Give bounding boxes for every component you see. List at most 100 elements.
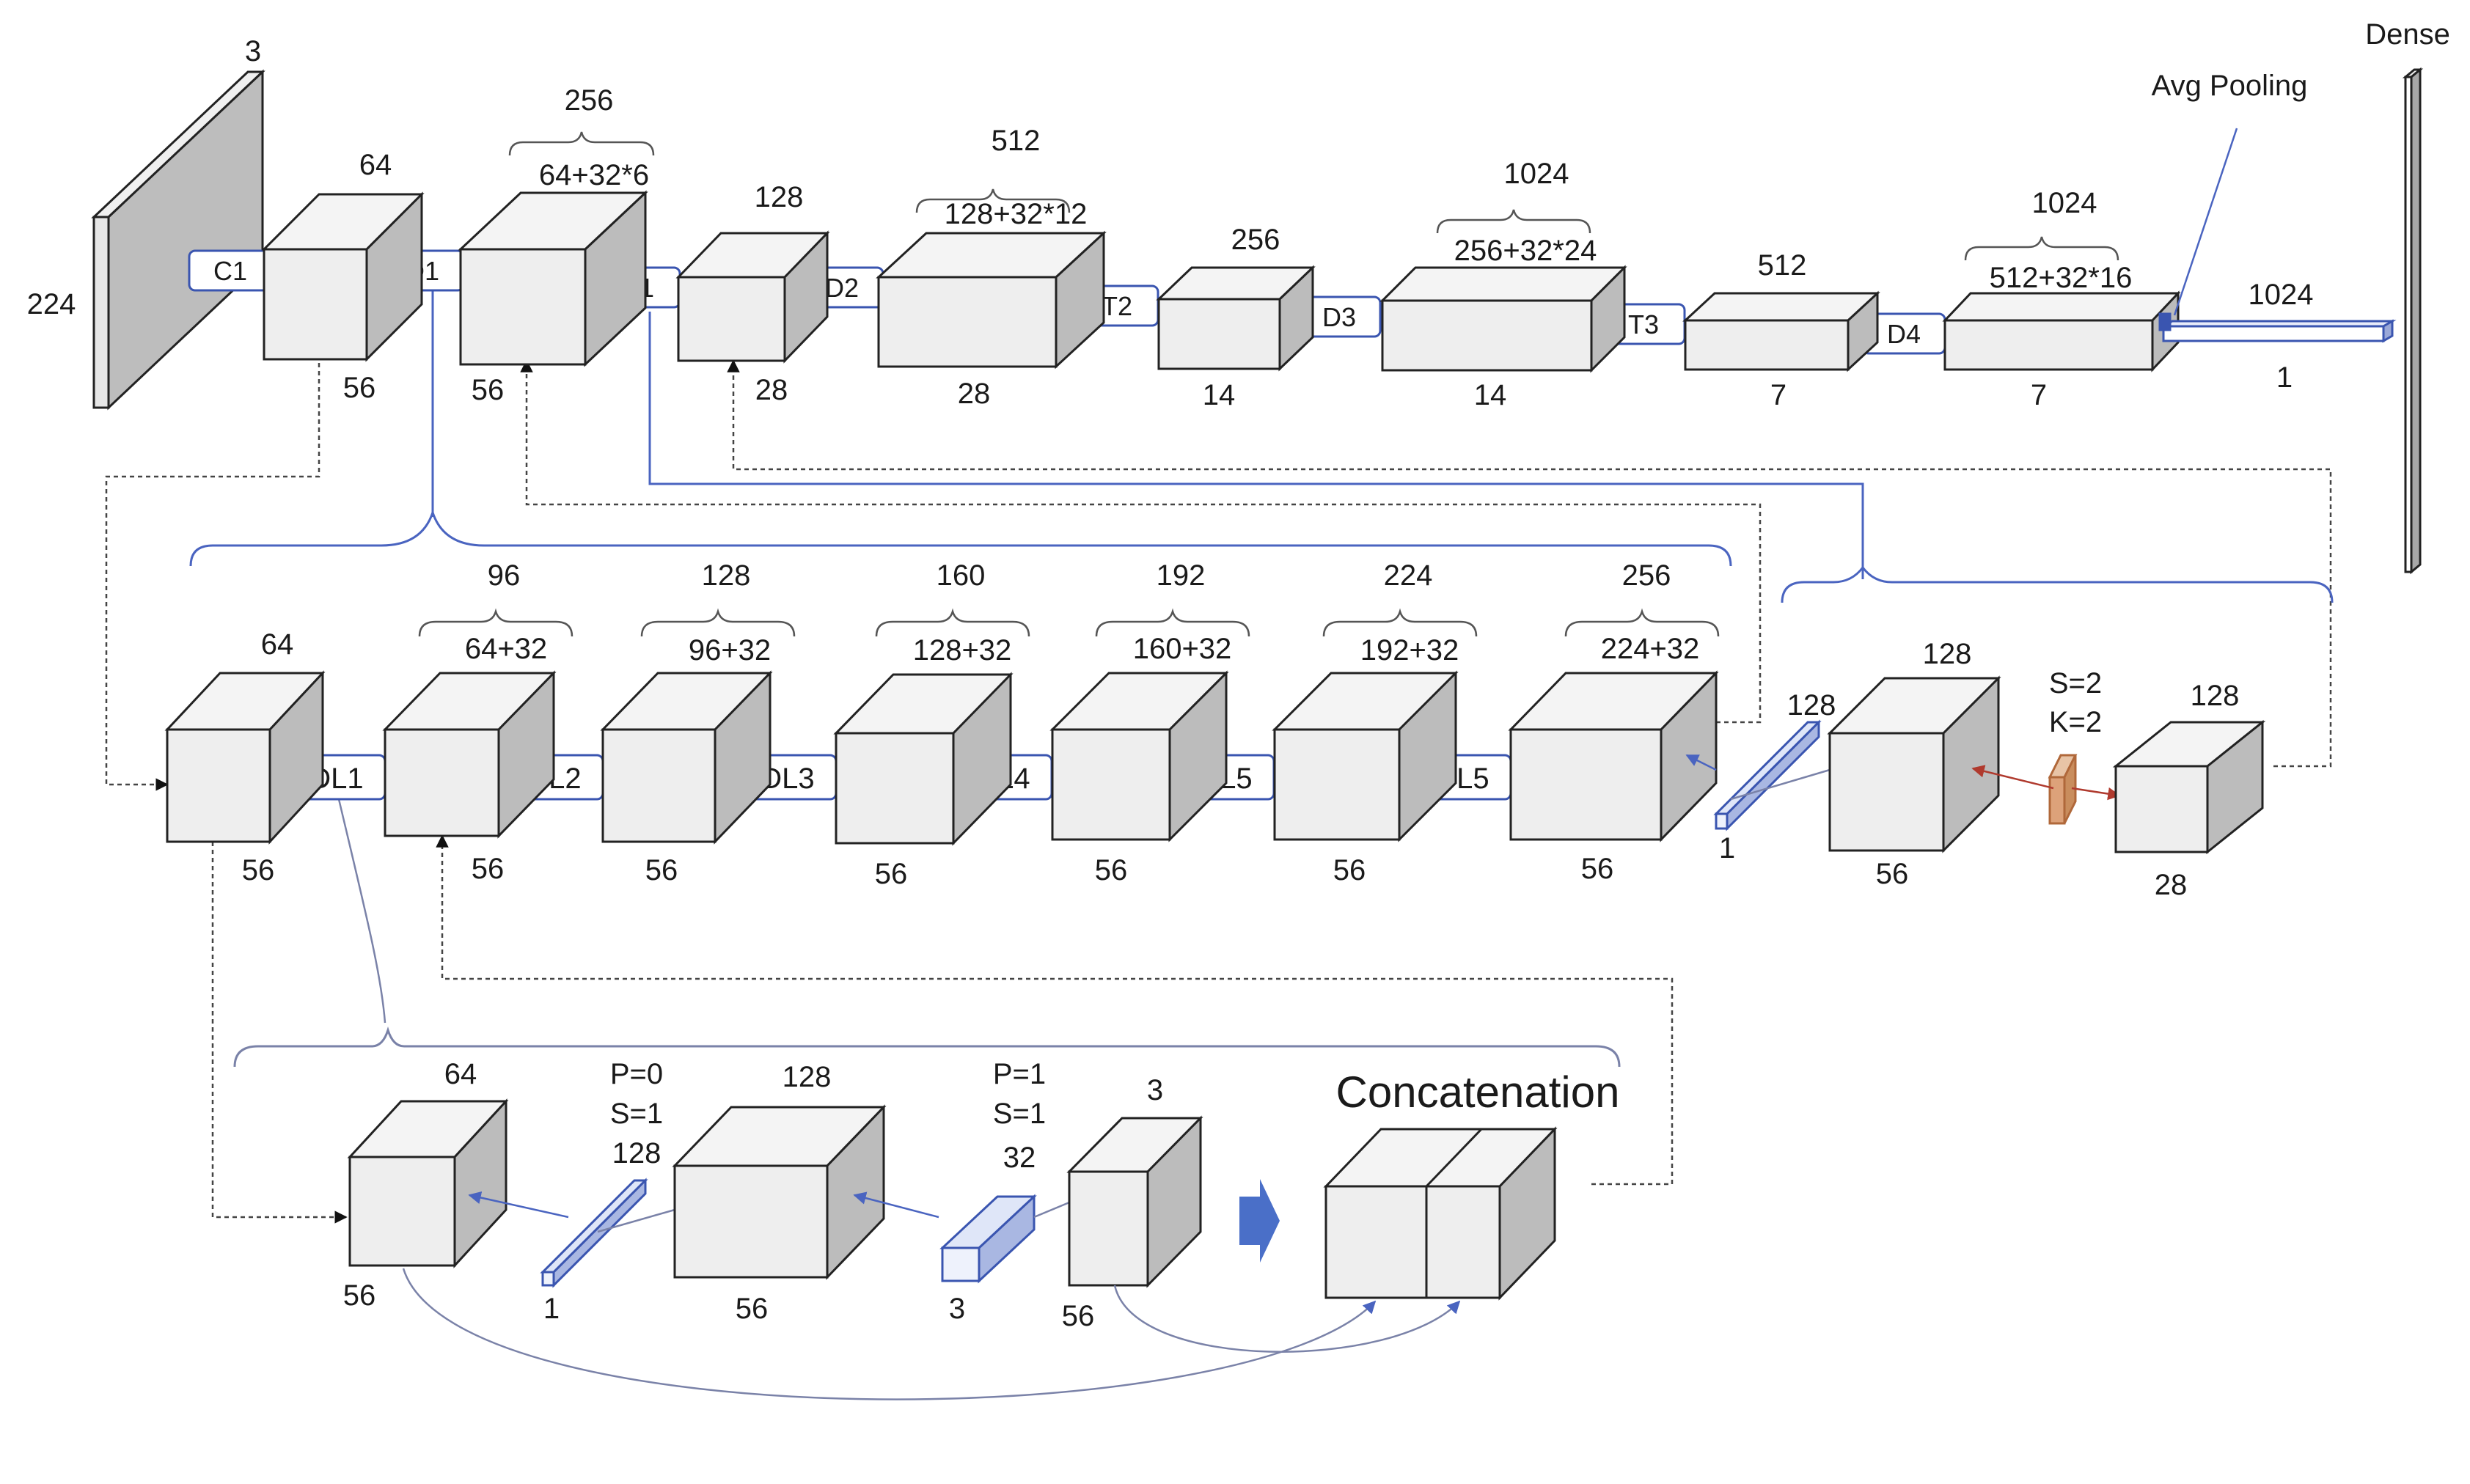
layer-d2: D2: [825, 273, 859, 303]
row2-block-2: [382, 670, 557, 839]
row2-transition-block-2: [2112, 719, 2266, 855]
row2-block-5-group: 192: [1157, 559, 1206, 592]
row2-block-4-top: 128+32: [913, 634, 1012, 666]
row3-block-3: [1066, 1115, 1203, 1288]
pooling-kernel: [2048, 754, 2078, 825]
row2-block-6: [1272, 670, 1459, 842]
concat-arrow-icon: [1239, 1179, 1280, 1263]
row2-block-4-bottom: 56: [875, 858, 908, 890]
row1-block-2-top: 64+32*6: [539, 159, 649, 191]
row1-block-5: [1156, 265, 1316, 372]
row1-block-2-group: 256: [565, 84, 614, 117]
row2-block-3: [600, 670, 773, 845]
row2-block-2-brace: [418, 608, 573, 637]
layer-t3: T3: [1628, 309, 1659, 339]
row1-block-6-group: 1024: [1504, 158, 1569, 190]
row2-transition-block-1-bottom: 56: [1876, 858, 1909, 890]
row1-block-4-brace: [915, 188, 1071, 213]
row3-conv-2-filters: 32: [1003, 1142, 1036, 1174]
row3-conv-1-link: [597, 1208, 675, 1233]
row1-block-8-group: 1024: [2032, 187, 2097, 219]
row2-block-7-bottom: 56: [1581, 853, 1614, 885]
row1-block-6: [1379, 265, 1627, 373]
row2-transition-block-1-top: 128: [1923, 638, 1972, 670]
row1-block-4: [876, 230, 1107, 370]
layer-c1: C1: [213, 256, 247, 286]
pool-top-label: 1024: [2249, 279, 2314, 311]
row2-block-6-brace: [1322, 608, 1478, 637]
row1-block-7: [1682, 290, 1880, 372]
input-channels-label: 3: [245, 35, 261, 67]
row3-conv-2-link: [1033, 1201, 1070, 1219]
row2-conv-top: 128: [1787, 689, 1836, 721]
row1-block-8-brace: [1964, 236, 2119, 261]
row1-block-4-group: 512: [992, 125, 1041, 157]
row1-block-8-bottom: 7: [2031, 379, 2047, 411]
avg-pooling-bar: [2158, 312, 2397, 343]
row1-block-5-bottom: 14: [1203, 379, 1236, 411]
row2-block-2-top: 64+32: [465, 633, 547, 665]
row2-block-6-group: 224: [1384, 559, 1433, 592]
row3-conv-2-padding: P=1: [993, 1058, 1046, 1090]
row1-row2-connectors: [105, 290, 2332, 791]
row2-block-3-group: 128: [702, 559, 751, 592]
row2-block-3-brace: [640, 608, 796, 637]
row2-block-3-top: 96+32: [689, 634, 771, 666]
row1-block-2: [458, 190, 648, 367]
row2-block-5-bottom: 56: [1095, 854, 1128, 886]
row2-block-1: [164, 670, 326, 845]
row2-block-7-brace: [1564, 608, 1720, 637]
row2-transition-block-2-bottom: 28: [2155, 869, 2188, 901]
row3-block-1-top: 64: [444, 1058, 477, 1090]
dense-bar: [2402, 67, 2424, 575]
row1-block-7-bottom: 7: [1770, 379, 1786, 411]
row2-block-6-bottom: 56: [1333, 854, 1366, 886]
row2-block-6-top: 192+32: [1360, 634, 1459, 666]
row1-block-3: [675, 230, 830, 364]
row2-block-4-group: 160: [937, 559, 986, 592]
row3-conv-1-stride: S=1: [610, 1098, 663, 1130]
row1-block-3-top: 128: [755, 181, 804, 213]
row2-block-1-top: 64: [261, 628, 294, 661]
row1-block-8: [1942, 290, 2181, 372]
dense-label: Dense: [2365, 18, 2450, 51]
row2-transition-block-2-top: 128: [2191, 680, 2240, 712]
row3-conv-1-padding: P=0: [610, 1058, 663, 1090]
row1-block-5-top: 256: [1231, 224, 1280, 256]
row2-conv-arrow: [1685, 754, 1717, 771]
row2-block-3-bottom: 56: [645, 854, 678, 886]
pool-arrow-left: [1971, 765, 2054, 790]
avg-pooling-label: Avg Pooling: [2152, 70, 2308, 102]
row2-row3-connectors: [211, 798, 1674, 1224]
row3-conv-1-filters: 128: [612, 1137, 662, 1169]
row3-block-2-top: 128: [783, 1061, 832, 1093]
concatenation-label: Concatenation: [1336, 1068, 1620, 1117]
row2-block-4: [833, 672, 1014, 846]
row3-block-3-bottom: 56: [1062, 1300, 1095, 1332]
input-size-label: 224: [27, 288, 76, 320]
row2-conv-bottom: 1: [1719, 832, 1735, 864]
row3-conv-2-bottom: 3: [949, 1293, 965, 1325]
row3-conv-1-arrow: [468, 1191, 569, 1219]
row1-block-6-bottom: 14: [1474, 379, 1507, 411]
row2-block-5-brace: [1095, 608, 1250, 637]
row3-brace: [233, 1026, 1621, 1068]
row3-block-3-top: 3: [1147, 1074, 1163, 1106]
row1-block-2-bottom: 56: [472, 374, 505, 406]
pool-arrow-right: [2071, 787, 2121, 801]
pool-param-kernel: K=2: [2049, 706, 2102, 738]
input-image-slab: [91, 69, 265, 411]
row3-conv-bar-2: [939, 1194, 1037, 1284]
pool-param-stride: S=2: [2049, 667, 2102, 699]
row1-block-6-top: 256+32*24: [1454, 235, 1597, 267]
row2-transition-brace: [1781, 565, 2334, 603]
row2-conv-link: [1730, 768, 1830, 801]
row1-block-6-brace: [1436, 209, 1591, 234]
row2-block-4-brace: [875, 608, 1030, 637]
layer-d4: D4: [1887, 319, 1921, 349]
row2-conv-bar: [1713, 719, 1822, 831]
row1-block-4-bottom: 28: [958, 378, 991, 410]
row3-block-2: [672, 1104, 887, 1280]
row1-block-8-top: 512+32*16: [1990, 262, 2133, 294]
